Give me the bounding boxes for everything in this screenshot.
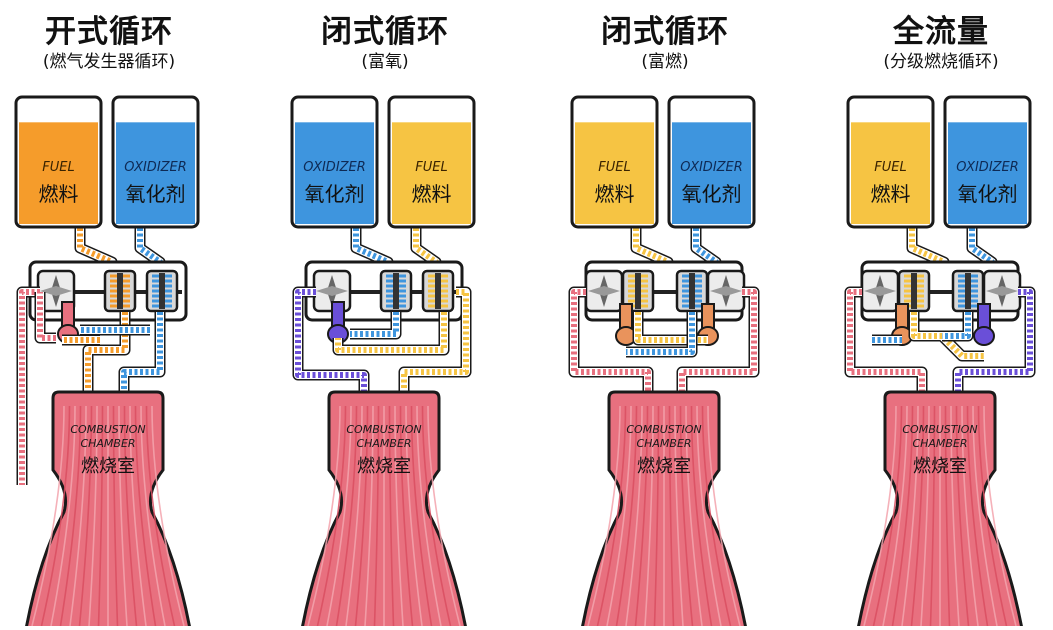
panel-3-title: 闭式循环 [601, 14, 729, 50]
oxidizer-preburner [973, 303, 995, 346]
preburner-left [615, 303, 637, 346]
turbine-left [584, 269, 624, 313]
pipe-hot-left [568, 286, 654, 392]
pipe-ox-cross [942, 312, 974, 342]
panel-2-title: 闭式循环 [321, 14, 449, 50]
tank-fill [672, 122, 751, 224]
chamber-label-en: COMBUSTION [346, 423, 421, 436]
turbine-right [706, 269, 746, 313]
pipe-ox-to-chamber [118, 312, 166, 392]
oxidizer-pump [145, 269, 179, 313]
tank-label-zh: 氧化剂 [126, 182, 186, 206]
tank-left: FUEL 燃料 [14, 95, 103, 229]
tank-label-zh: 燃料 [595, 182, 635, 206]
tank-label-zh: 燃料 [39, 182, 79, 206]
chamber-label-zh: 燃烧室 [357, 456, 411, 477]
tank-label-en: FUEL [415, 160, 447, 175]
tank-left: FUEL 燃料 [570, 95, 659, 229]
oxidizer-pump [951, 269, 985, 313]
fuel-pump [103, 269, 137, 313]
pipe-ox-preburner [350, 312, 402, 340]
tank-right: OXIDIZER 氧化剂 [943, 95, 1032, 229]
tank-label-en: FUEL [874, 160, 906, 175]
panel-4-title: 全流量 [893, 14, 989, 50]
tank-fill [392, 122, 471, 224]
tank-right: OXIDIZER 氧化剂 [111, 95, 200, 229]
tank-label-en: OXIDIZER [303, 160, 366, 175]
tank-fill [851, 122, 930, 224]
pipe-fuel-cross [632, 312, 708, 346]
pipe-hot-ox-gas [292, 286, 370, 392]
tank-fill [948, 122, 1027, 224]
panel-2-subtitle: (富氧) [361, 52, 409, 72]
tank-label-zh: 氧化剂 [682, 182, 742, 206]
chamber-label-en2: CHAMBER [356, 437, 411, 450]
tank-right: FUEL 燃料 [387, 95, 476, 229]
tank-label-zh: 氧化剂 [305, 182, 365, 206]
pipe-fuel-to-chamber [398, 286, 472, 392]
pipe-exhaust [16, 286, 40, 485]
fuel-pump [621, 269, 655, 313]
fuel-pump [421, 269, 455, 313]
chamber-label-en: COMBUSTION [626, 423, 701, 436]
pipe-hot-gas [34, 292, 56, 344]
pipe-fuel-preburner [332, 312, 450, 356]
chamber-label-zh: 燃烧室 [637, 456, 691, 477]
tank-right: OXIDIZER 氧化剂 [667, 95, 756, 229]
pipe-hot-fuel-gas [844, 286, 928, 392]
pipe-hot-right [676, 286, 760, 392]
panel-1-subtitle: (燃气发生器循环) [42, 52, 176, 72]
tank-label-en: OXIDIZER [956, 160, 1019, 175]
panel-1-title: 开式循环 [45, 14, 173, 50]
tank-fill [575, 122, 654, 224]
oxidizer-pump [379, 269, 413, 313]
panel-3-subtitle: (富燃) [641, 52, 689, 72]
pipe-hot-ox-gas [952, 286, 1036, 392]
chamber-label-zh: 燃烧室 [913, 456, 967, 477]
tank-fill [116, 122, 195, 224]
chamber-label-en2: CHAMBER [636, 437, 691, 450]
tank-fill [19, 122, 98, 224]
chamber-label-en: COMBUSTION [902, 423, 977, 436]
tank-left: FUEL 燃料 [846, 95, 935, 229]
tank-label-en: OXIDIZER [124, 160, 187, 175]
tank-left: OXIDIZER 氧化剂 [290, 95, 379, 229]
chamber-label-en2: CHAMBER [80, 437, 135, 450]
chamber-label-en2: CHAMBER [912, 437, 967, 450]
tank-label-zh: 氧化剂 [958, 182, 1018, 206]
fuel-pump [897, 269, 931, 313]
tank-label-en: OXIDIZER [680, 160, 743, 175]
pipe-ox-cross [626, 312, 698, 358]
turbine [312, 269, 352, 313]
preburner [327, 301, 349, 344]
tank-label-zh: 燃料 [412, 182, 452, 206]
tank-label-zh: 燃料 [871, 182, 911, 206]
tank-label-en: FUEL [42, 160, 74, 175]
tank-fill [295, 122, 374, 224]
panel-4-subtitle: (分级燃烧循环) [883, 52, 999, 72]
chamber-label-en: COMBUSTION [70, 423, 145, 436]
oxidizer-pump [675, 269, 709, 313]
tank-label-en: FUEL [598, 160, 630, 175]
chamber-label-zh: 燃烧室 [81, 456, 135, 477]
turbine-left [860, 269, 900, 313]
